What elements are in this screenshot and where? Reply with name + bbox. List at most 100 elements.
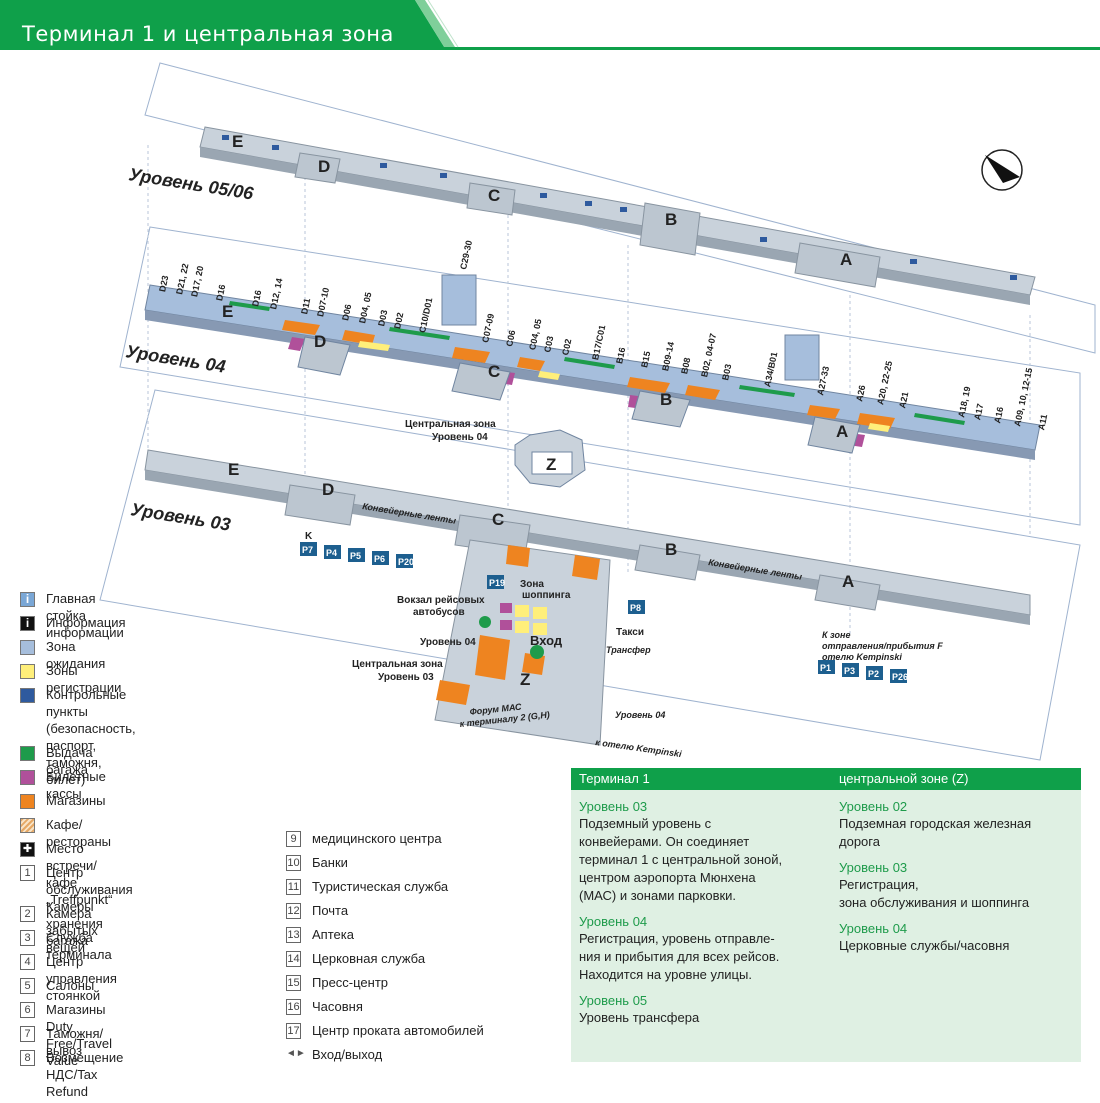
- pier-d-l03: D: [322, 480, 334, 499]
- bus-station-line-1: Вокзал рейсовых: [397, 595, 485, 606]
- legend-label: Зона ожидания: [46, 639, 106, 671]
- central-zone-l04-line-1: Центральная зона: [405, 419, 496, 430]
- legend-number: 11: [286, 879, 301, 895]
- level04b-label: Уровень 04: [615, 710, 665, 720]
- gate-label: D16: [214, 284, 227, 302]
- gate-label: A26: [854, 384, 867, 402]
- parking-sign: [628, 600, 645, 614]
- pier-b-l03: B: [665, 540, 677, 559]
- terminal-map[interactable]: E D C B A Уровень 05/06: [0, 55, 1100, 775]
- pier-c-l04: C: [488, 362, 500, 381]
- level-label-0506: Уровень 05/06: [127, 164, 255, 204]
- legend-label: Кафе/рестораны: [46, 817, 111, 849]
- legend-label: Возмещение НДС/Tax Refund: [46, 1050, 124, 1099]
- gate-label: B16: [614, 346, 627, 364]
- legend-label: Банки: [312, 855, 348, 870]
- parking-code: P1: [820, 663, 831, 673]
- legend-label: Вход/выход: [312, 1047, 383, 1062]
- legend-swatch: [20, 746, 35, 761]
- legend-swatch: [20, 794, 35, 809]
- gate-label: D03: [376, 309, 389, 327]
- legend-number: 17: [286, 1023, 301, 1039]
- parking-code: P2: [868, 669, 879, 679]
- info-level: Уровень 05: [579, 993, 648, 1008]
- parking-code: P4: [326, 548, 337, 558]
- legend-label: медицинского центра: [312, 831, 442, 846]
- parking-code: P7: [302, 545, 313, 555]
- legend-label: Магазины: [46, 793, 106, 808]
- pier-z-l03: Z: [520, 670, 530, 689]
- pier-c-l0506: C: [488, 186, 500, 205]
- legend-label: Пресс-центр: [312, 975, 389, 990]
- legend-label: Главная стойка информации: [46, 591, 124, 640]
- kempinski-label: к отелю Kempinski: [595, 737, 683, 759]
- zone-f-line-3: отелю Kempinski: [822, 652, 902, 662]
- gate-label: A21: [897, 391, 910, 409]
- info-level: Уровень 04: [579, 914, 648, 929]
- legend-number: 16: [286, 999, 301, 1015]
- parking-code: P6: [374, 554, 385, 564]
- level04-label: Уровень 04: [420, 637, 476, 648]
- parking-sign: [396, 554, 413, 568]
- parking-sign: [348, 548, 365, 562]
- legend-label: Почта: [312, 903, 349, 918]
- legend-number: 2: [20, 906, 35, 922]
- legend-label: Служба терминала: [46, 930, 112, 962]
- meeting-point-icon: ✚: [20, 842, 35, 857]
- parking-sign: [372, 551, 389, 565]
- zone-f-line-1: К зоне: [822, 630, 850, 640]
- central-zone-z-l04: Z: [514, 429, 586, 488]
- pier-a-l0506: A: [840, 250, 852, 269]
- pier-a-l04: A: [836, 422, 848, 441]
- info-level: Уровень 04: [839, 921, 908, 936]
- header-bar: Терминал 1 и центральная зона: [0, 0, 1100, 50]
- info-col1-header: Терминал 1: [579, 771, 650, 786]
- bus-station-line-2: автобусов: [413, 606, 465, 618]
- legend-number: 8: [20, 1050, 35, 1066]
- gate-label: A17: [972, 403, 985, 421]
- legend-label: Место встречи/кафе „Treffpunkt“: [46, 841, 113, 907]
- gate-label: A11: [1036, 413, 1049, 431]
- parking-sign: [300, 542, 317, 556]
- parking-sign: [842, 663, 859, 677]
- pier-e-l0506: E: [232, 132, 243, 151]
- header-shape: [0, 0, 1100, 50]
- gate-label: C02: [560, 338, 573, 356]
- gate-label: D16: [250, 289, 263, 307]
- legend-label: Центр управления стоянкой: [46, 954, 117, 1003]
- parking-code: P3: [844, 666, 855, 676]
- legend-number: 5: [20, 978, 35, 994]
- legend-number: 6: [20, 1002, 35, 1018]
- zone-f-line-2: отправления/прибытия F: [822, 641, 943, 651]
- parking-sign: [487, 575, 504, 589]
- info-main-icon: i: [20, 592, 35, 607]
- pier-d-l04: D: [314, 332, 326, 351]
- legend-number: 14: [286, 951, 301, 967]
- gate-label: D11: [299, 297, 312, 315]
- pier-b-l04: B: [660, 390, 672, 409]
- legend-number: 1: [20, 865, 35, 881]
- pier-d-l0506: D: [318, 157, 330, 176]
- page-title: Терминал 1 и центральная зона: [22, 22, 394, 46]
- k-label: K: [305, 531, 313, 542]
- transfer-label: Трансфер: [606, 645, 651, 655]
- parking-sign: [324, 545, 341, 559]
- info-level: Уровень 03: [839, 860, 908, 875]
- info-header: Терминал 1 центральной зоне (Z): [571, 768, 1081, 790]
- gate-label: D23: [157, 275, 170, 293]
- legend-swatch: [20, 818, 35, 833]
- terminal-l03: E D C B A Z Конвейерные ленты Конвейерны…: [144, 449, 1031, 746]
- gate-label: D02: [392, 312, 405, 330]
- legend-number: 3: [20, 930, 35, 946]
- legend-number: 7: [20, 1026, 35, 1042]
- terminal-l04: E D C B A: [144, 274, 1041, 460]
- info-description: Подземный уровень с конвейерами. Он соед…: [579, 816, 783, 903]
- pier-z-l04: Z: [546, 455, 556, 474]
- pier-a-l03: A: [842, 572, 854, 591]
- legend-label: Выдача багажа: [46, 745, 93, 777]
- info-level: Уровень 02: [839, 799, 908, 814]
- central-zone-l04-line-2: Уровень 04: [432, 432, 488, 443]
- legend-number: 10: [286, 855, 301, 871]
